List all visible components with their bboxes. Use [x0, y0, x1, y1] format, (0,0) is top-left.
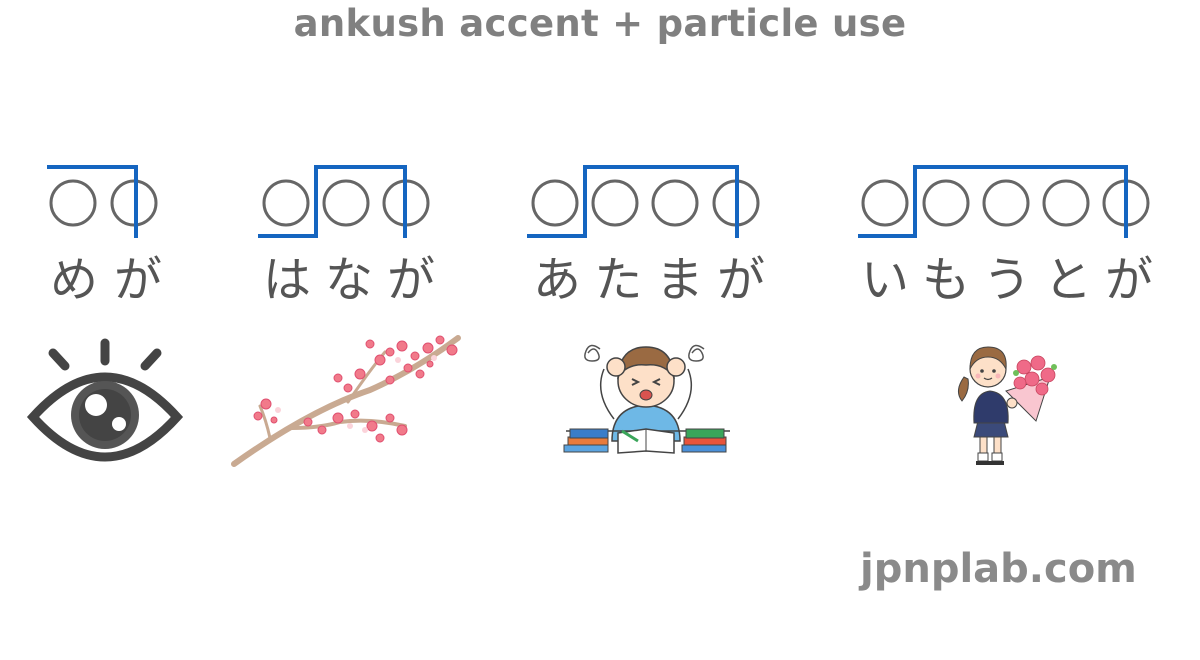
kana-char: う: [982, 252, 1031, 308]
mora-circle: [982, 179, 1030, 227]
plum-blossom-branch: [231, 335, 461, 467]
kana-char: が: [716, 252, 765, 308]
mora-circle: [531, 179, 579, 227]
kana-char: も: [921, 252, 970, 308]
mora-circle: [861, 179, 909, 227]
mora-circle: [262, 179, 310, 227]
pitch-line: [47, 165, 138, 238]
kana-char: ま: [655, 252, 704, 308]
pitch-line: [527, 165, 739, 238]
mora-circle: [49, 179, 97, 227]
frustrated-boy-studying: [563, 344, 730, 454]
kana-char: め: [49, 252, 98, 308]
word-kana-1: め が: [44, 240, 168, 310]
word-kana-4: い も う と が: [855, 240, 1159, 310]
pitch-line: [258, 165, 407, 238]
watermark: jpnplab.com: [860, 546, 1137, 592]
eye-icon: [26, 338, 184, 462]
kana-char: と: [1043, 252, 1092, 308]
mora-circle: [591, 179, 639, 227]
word-kana-3: あ た ま が: [527, 240, 771, 310]
girl-with-flower-bouquet: [958, 346, 1057, 465]
word-kana-2: は な が: [257, 240, 441, 310]
mora-circle: [322, 179, 370, 227]
kana-char: な: [324, 252, 373, 308]
pitch-line: [858, 165, 1128, 238]
kana-char: は: [262, 252, 311, 308]
kana-char: が: [1104, 252, 1153, 308]
mora-circle: [1042, 179, 1090, 227]
page-title: ankush accent + particle use: [293, 2, 907, 45]
kana-char: が: [113, 252, 162, 308]
mora-circle: [651, 179, 699, 227]
mora-circle: [922, 179, 970, 227]
kana-char: た: [594, 252, 643, 308]
kana-char: あ: [532, 252, 581, 308]
pitch-accent-diagram: [47, 165, 1150, 238]
kana-char: い: [860, 252, 909, 308]
kana-char: が: [386, 252, 435, 308]
